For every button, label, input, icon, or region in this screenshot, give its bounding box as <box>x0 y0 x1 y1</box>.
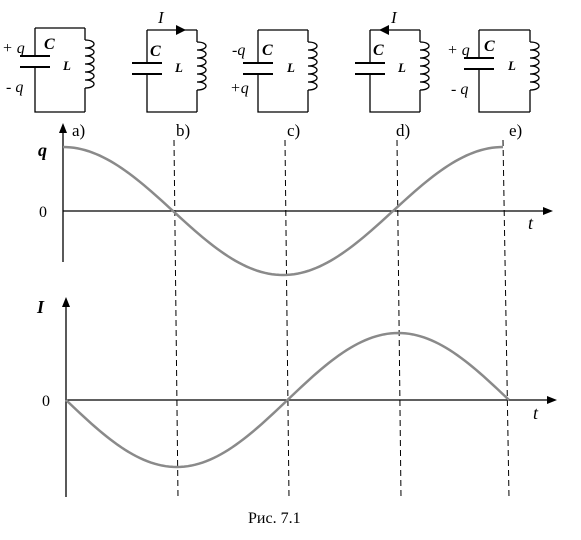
charge-top-label: -q <box>232 42 245 59</box>
current-label: I <box>390 8 398 27</box>
figure-caption: Рис. 7.1 <box>248 510 301 527</box>
phase-label-a: a) <box>72 121 85 140</box>
i-axis-arrow-icon <box>62 297 70 307</box>
phase-dashed-lines <box>173 139 510 499</box>
phase-label-b: b) <box>176 121 190 140</box>
inductor-label: L <box>397 60 406 75</box>
dashed-line-d <box>396 139 402 499</box>
phase-label-e: e) <box>509 121 522 140</box>
charge-t-axis-arrow-icon <box>543 207 553 215</box>
charge-plot: q 0 t <box>38 123 553 277</box>
dashed-line-e <box>502 139 510 499</box>
q-axis-arrow-icon <box>59 123 67 133</box>
charge-curve <box>62 145 504 277</box>
circuit-e: + q C L - q <box>447 29 540 113</box>
current-t-axis-arrow-icon <box>547 396 557 404</box>
charge-bottom-label: - q <box>6 79 23 96</box>
i-axis-label: I <box>36 297 45 317</box>
inductor-label: L <box>174 60 183 75</box>
inductor-label: L <box>62 58 71 73</box>
charge-bottom-label: - q <box>451 81 468 98</box>
charge-top-label: + q <box>2 40 25 57</box>
inductor-coil-icon <box>529 30 540 112</box>
current-t-label: t <box>533 403 539 423</box>
capacitor-label: C <box>484 38 495 55</box>
capacitor-label: C <box>262 42 273 59</box>
inductor-coil-icon <box>84 28 95 112</box>
circuit-c: -q C L +q <box>230 29 318 113</box>
current-plot: I 0 t <box>36 297 557 497</box>
inductor-coil-icon <box>419 30 430 112</box>
current-curve <box>65 331 510 469</box>
dashed-line-c <box>284 139 290 499</box>
charge-zero-label: 0 <box>39 204 47 221</box>
inductor-label: L <box>507 58 516 73</box>
q-axis-label: q <box>38 140 47 160</box>
phase-label-d: d) <box>396 121 410 140</box>
capacitor-label: C <box>373 42 384 59</box>
charge-t-label: t <box>528 213 534 233</box>
current-zero-label: 0 <box>42 393 50 410</box>
capacitor-label: C <box>44 36 55 53</box>
inductor-coil-icon <box>196 30 207 112</box>
circuit-d: I C L <box>355 8 430 113</box>
current-arrow-left-icon <box>379 25 389 35</box>
circuit-a: + q C L - q <box>2 27 95 113</box>
charge-bottom-label: +q <box>230 80 249 97</box>
capacitor-label: C <box>150 43 161 60</box>
charge-top-label: + q <box>447 42 470 59</box>
current-label: I <box>157 8 165 27</box>
circuit-b: I C L <box>132 8 207 113</box>
current-arrow-right-icon <box>176 25 186 35</box>
inductor-coil-icon <box>307 30 318 112</box>
phase-label-c: c) <box>287 121 300 140</box>
dashed-line-b <box>173 139 179 499</box>
inductor-label: L <box>286 60 295 75</box>
